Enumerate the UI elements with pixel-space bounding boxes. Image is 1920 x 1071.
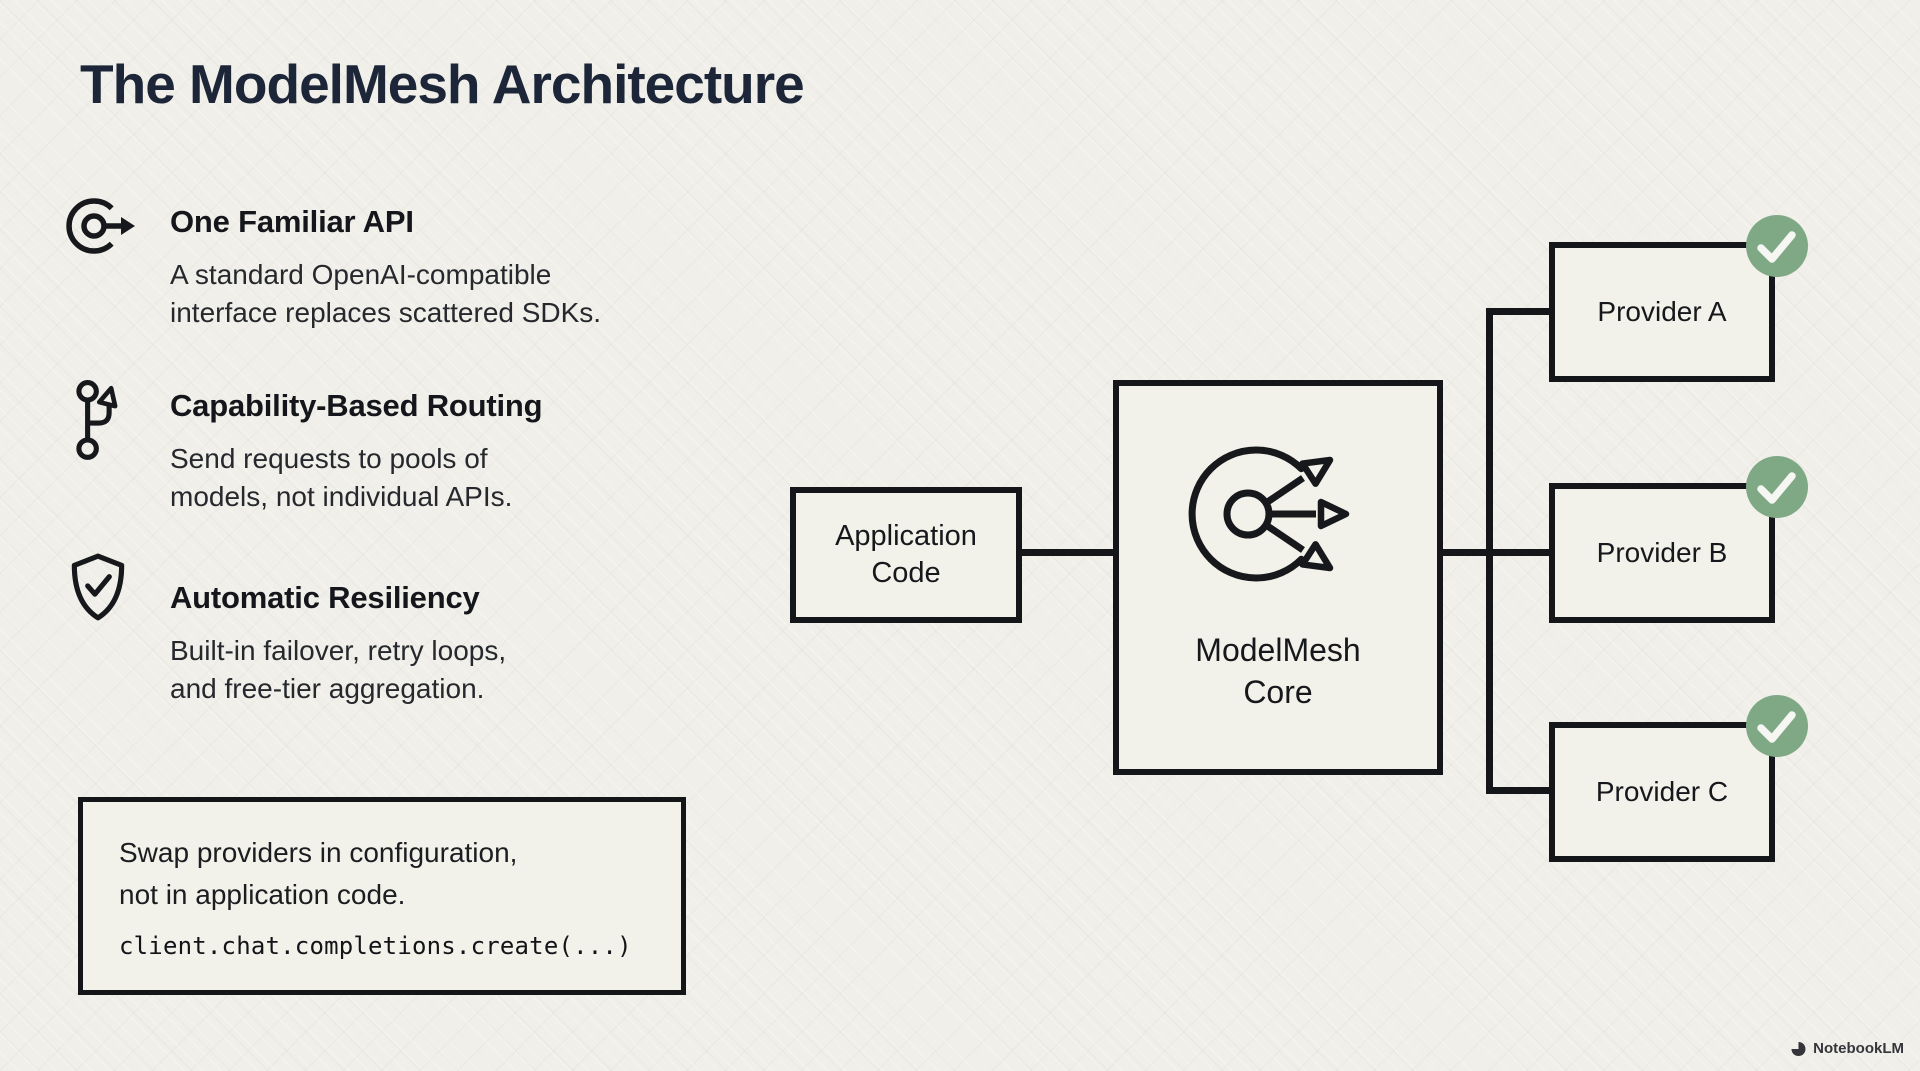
api-endpoint-icon — [64, 192, 140, 260]
feature-title-capability-routing: Capability-Based Routing — [170, 388, 543, 423]
feature-title-one-familiar-api: One Familiar API — [170, 204, 414, 239]
provider-b-status-badge — [1746, 456, 1808, 518]
feature-desc-automatic-resiliency: Built-in failover, retry loops, and free… — [170, 635, 507, 704]
provider-c-label: Provider C — [1595, 776, 1729, 807]
provider-c-node: Provider C — [1549, 722, 1775, 862]
check-icon — [1757, 231, 1796, 263]
notebooklm-logo-icon — [1791, 1041, 1806, 1056]
callout-code-snippet: client.chat.completions.create(...) — [119, 932, 632, 960]
edge-branch-provider-b — [1493, 549, 1549, 556]
watermark-brand-text: NotebookLM — [1813, 1040, 1904, 1057]
edge-branch-provider-a — [1486, 308, 1549, 315]
callout-text-line2: not in application code. — [119, 879, 406, 910]
edge-core-to-trunk — [1442, 549, 1490, 556]
edge-branch-provider-c — [1486, 787, 1549, 794]
edge-app-to-core — [1021, 549, 1115, 556]
shield-check-icon — [66, 552, 130, 624]
provider-b-label: Provider B — [1596, 537, 1728, 568]
edge-trunk-vertical — [1486, 308, 1493, 794]
fan-out-icon — [1178, 424, 1378, 609]
callout-text-line1: Swap providers in configuration, — [119, 837, 518, 868]
provider-c-status-badge — [1746, 695, 1808, 757]
callout-box: Swap providers in configuration, not in … — [78, 797, 686, 995]
page-title: The ModelMesh Architecture — [80, 53, 805, 115]
branch-routing-icon — [74, 378, 134, 464]
feature-desc-capability-routing: Send requests to pools of models, not in… — [170, 443, 513, 512]
provider-b-node: Provider B — [1549, 483, 1775, 623]
watermark: NotebookLM — [1790, 1040, 1904, 1057]
modelmesh-core-node: ModelMesh Core — [1113, 380, 1443, 775]
feature-desc-one-familiar-api: A standard OpenAI-compatible interface r… — [170, 259, 602, 328]
provider-a-node: Provider A — [1549, 242, 1775, 382]
check-icon — [1757, 472, 1796, 504]
application-code-node: Application Code — [790, 487, 1022, 623]
provider-a-label: Provider A — [1597, 296, 1727, 327]
feature-title-automatic-resiliency: Automatic Resiliency — [170, 580, 480, 615]
application-code-label: Application Code — [835, 520, 977, 589]
check-icon — [1757, 711, 1796, 743]
provider-a-status-badge — [1746, 215, 1808, 277]
modelmesh-core-label: ModelMesh Core — [1195, 632, 1361, 710]
